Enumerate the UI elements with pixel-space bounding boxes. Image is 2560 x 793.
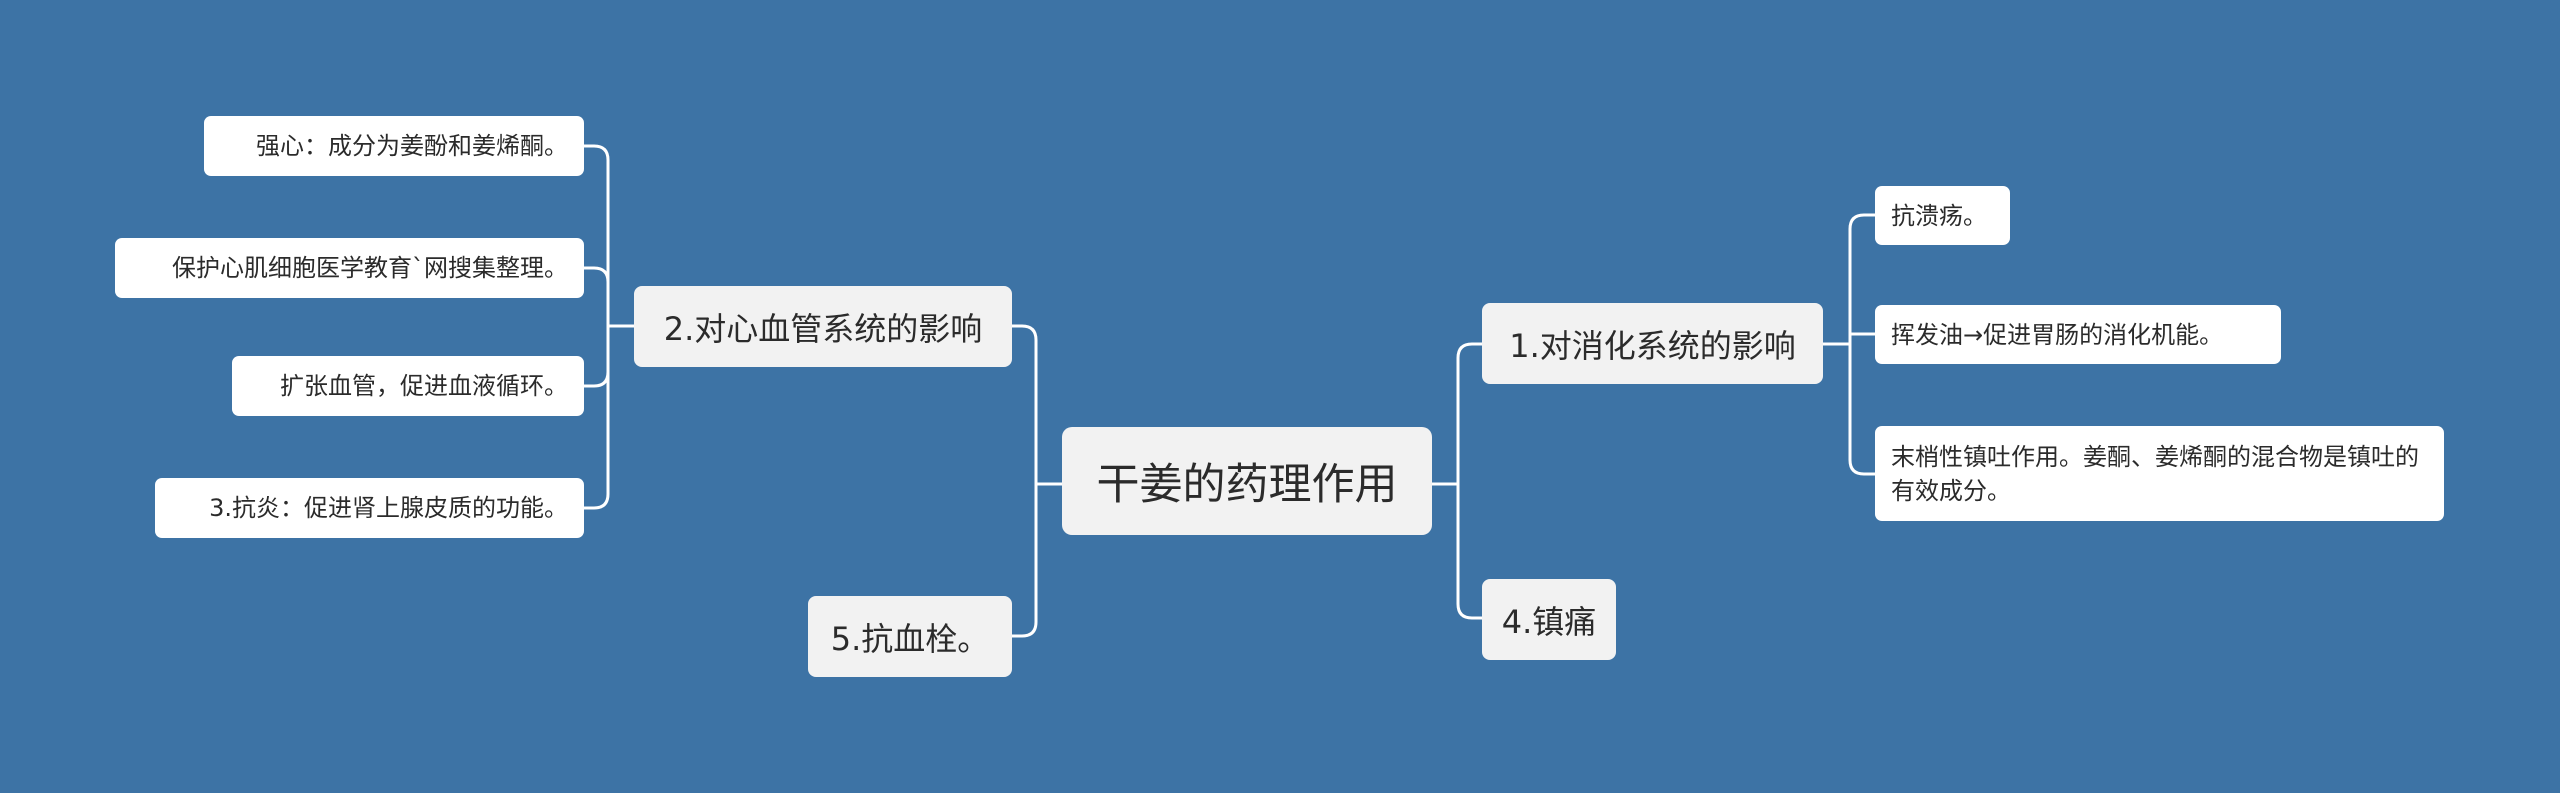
root-node[interactable]: 干姜的药理作用: [1062, 427, 1432, 535]
digestive-leaf-2-label: 挥发油→促进胃肠的消化机能。: [1891, 320, 2224, 349]
cardio-leaf-3-label: 扩张血管，促进血液循环。: [280, 372, 568, 400]
cardio-leaf-4[interactable]: 3.抗炎：促进肾上腺皮质的功能。: [155, 478, 584, 538]
link-digestive-leaf-1: [1821, 213, 1877, 346]
link-cardio-leaf-4: [582, 324, 610, 510]
link-root-analgesic: [1456, 482, 1484, 620]
digestive-leaf-1-label: 抗溃疡。: [1891, 201, 1987, 230]
cardio-leaf-1[interactable]: 强心：成分为姜酚和姜烯酮。: [204, 116, 584, 176]
branch-analgesic[interactable]: 4.镇痛: [1482, 579, 1616, 660]
cardio-leaf-3[interactable]: 扩张血管，促进血液循环。: [232, 356, 584, 416]
cardio-leaf-4-label: 3.抗炎：促进肾上腺皮质的功能。: [209, 494, 568, 522]
branch-cardio-label: 2.对心血管系统的影响: [663, 309, 983, 348]
link-cardio-leaf-2: [582, 266, 610, 328]
link-digestive-leaf-3: [1848, 342, 1877, 476]
branch-digestive-label: 1.对消化系统的影响: [1509, 326, 1796, 365]
cardio-leaf-1-label: 强心：成分为姜酚和姜烯酮。: [256, 132, 568, 160]
link-root-digestive: [1430, 342, 1484, 486]
branch-antithrombotic-label: 5.抗血栓。: [830, 619, 990, 658]
branch-digestive[interactable]: 1.对消化系统的影响: [1482, 303, 1823, 384]
branch-antithrombotic[interactable]: 5.抗血栓。: [808, 596, 1012, 677]
cardio-leaf-2[interactable]: 保护心肌细胞医学教育`网搜集整理。: [115, 238, 584, 298]
digestive-leaf-3-label: 末梢性镇吐作用。姜酮、姜烯酮的混合物是镇吐的有效成分。: [1891, 442, 2419, 505]
digestive-leaf-2[interactable]: 挥发油→促进胃肠的消化机能。: [1875, 305, 2281, 364]
root-label: 干姜的药理作用: [1096, 460, 1398, 510]
branch-analgesic-label: 4.镇痛: [1501, 602, 1597, 641]
cardio-leaf-2-label: 保护心肌细胞医学教育`网搜集整理。: [172, 254, 568, 282]
branch-cardio[interactable]: 2.对心血管系统的影响: [634, 286, 1012, 367]
digestive-leaf-1[interactable]: 抗溃疡。: [1875, 186, 2010, 245]
link-root-cardio: [1010, 324, 1064, 486]
link-cardio-leaf-3: [582, 324, 610, 388]
link-root-antithrombotic: [1010, 482, 1038, 638]
digestive-leaf-3[interactable]: 末梢性镇吐作用。姜酮、姜烯酮的混合物是镇吐的有效成分。: [1875, 426, 2444, 521]
link-cardio-leaf-1: [582, 144, 636, 328]
link-digestive-leaf-2: [1848, 332, 1877, 346]
